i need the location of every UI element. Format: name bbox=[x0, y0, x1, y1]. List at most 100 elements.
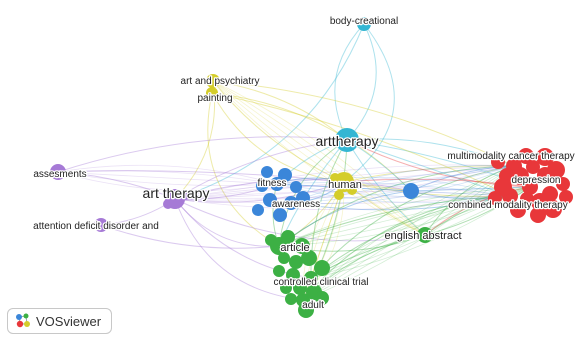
node-green-cluster[interactable] bbox=[289, 255, 303, 269]
node-yellow-cluster[interactable] bbox=[347, 185, 357, 195]
node-red-cluster[interactable] bbox=[544, 200, 562, 218]
node-blue-cluster[interactable] bbox=[263, 193, 277, 207]
network-link bbox=[174, 23, 365, 200]
node-label-controlled-clinical-trial[interactable]: controlled clinical trial bbox=[272, 276, 370, 290]
node-label-multimodality[interactable]: multimodality cancer therapy bbox=[446, 150, 576, 164]
node-red-cluster[interactable] bbox=[488, 191, 502, 205]
node-blue-cluster[interactable] bbox=[256, 180, 268, 192]
node-arttherapy[interactable] bbox=[335, 128, 359, 152]
node-art-psychiatry[interactable] bbox=[206, 74, 220, 88]
network-link bbox=[174, 195, 511, 210]
node-green-cluster[interactable] bbox=[301, 250, 317, 266]
node-green-cluster[interactable] bbox=[273, 265, 285, 277]
node-blue-cluster[interactable] bbox=[290, 181, 302, 193]
network-link bbox=[276, 182, 511, 197]
node-green-cluster[interactable] bbox=[285, 293, 297, 305]
node-body-creational[interactable] bbox=[357, 17, 371, 31]
network-link bbox=[212, 80, 426, 236]
node-green-cluster[interactable] bbox=[315, 291, 329, 305]
node-red-cluster[interactable] bbox=[530, 207, 546, 223]
node-red-cluster[interactable] bbox=[520, 192, 534, 206]
network-link bbox=[310, 195, 511, 279]
node-label-human[interactable]: human bbox=[327, 178, 363, 193]
network-link bbox=[174, 179, 412, 200]
network-link bbox=[278, 195, 511, 247]
node-english-abstract[interactable] bbox=[417, 227, 433, 243]
node-green-cluster[interactable] bbox=[280, 282, 292, 294]
network-link bbox=[212, 80, 345, 183]
node-green-cluster[interactable] bbox=[286, 268, 300, 282]
node-label-attention-deficit[interactable]: attention deficit disorder and bbox=[32, 220, 160, 234]
node-label-combined-modality[interactable]: combined modality therapy bbox=[447, 199, 569, 213]
network-link bbox=[57, 171, 278, 185]
node-adhd[interactable] bbox=[94, 218, 108, 232]
node-rct[interactable] bbox=[304, 271, 318, 285]
node-label-art-and-psychiatry[interactable]: art and psychiatry bbox=[179, 75, 260, 89]
nodes-layer bbox=[50, 17, 573, 318]
network-link bbox=[57, 171, 278, 186]
network-link bbox=[290, 165, 515, 204]
network-link bbox=[174, 181, 345, 203]
node-label-body-creational[interactable]: body-creational bbox=[329, 15, 400, 29]
node-red-cluster[interactable] bbox=[510, 202, 526, 218]
node-label-depression[interactable]: depression bbox=[510, 174, 561, 188]
labels-layer: body-creational arttherapy art and psych… bbox=[32, 15, 576, 313]
network-link bbox=[211, 92, 412, 192]
network-link bbox=[343, 23, 395, 183]
node-red-cluster[interactable] bbox=[518, 148, 534, 164]
node-label-awareness[interactable]: awareness bbox=[271, 198, 322, 212]
node-label-english-abstract[interactable]: english abstract bbox=[383, 229, 463, 244]
network-link bbox=[302, 195, 511, 301]
node-red-cluster[interactable] bbox=[556, 177, 570, 191]
node-label-painting[interactable]: painting bbox=[196, 92, 234, 106]
node-green-cluster[interactable] bbox=[278, 252, 290, 264]
node-red-cluster[interactable] bbox=[536, 148, 554, 166]
network-link bbox=[212, 80, 515, 167]
node-red-cluster[interactable] bbox=[526, 160, 540, 174]
node-label-article[interactable]: article bbox=[279, 241, 311, 256]
network-link bbox=[207, 92, 280, 247]
node-green-cluster[interactable] bbox=[314, 260, 330, 276]
node-yellow-cluster[interactable] bbox=[334, 190, 344, 200]
node-depression[interactable] bbox=[522, 179, 538, 195]
network-link bbox=[346, 139, 426, 236]
node-awareness[interactable] bbox=[284, 196, 298, 210]
node-red-cluster[interactable] bbox=[494, 178, 512, 196]
node-green-cluster[interactable] bbox=[294, 238, 310, 254]
node-green-cluster[interactable] bbox=[293, 281, 307, 295]
node-blue-cluster[interactable] bbox=[261, 166, 273, 178]
node-blue-hub[interactable] bbox=[403, 183, 419, 199]
node-blue-cluster[interactable] bbox=[278, 168, 292, 182]
node-assesments[interactable] bbox=[50, 164, 66, 180]
network-link bbox=[290, 165, 515, 204]
network-link bbox=[57, 136, 348, 173]
node-fitness[interactable] bbox=[270, 177, 284, 191]
node-label-assesments[interactable]: assesments bbox=[32, 168, 88, 182]
network-link bbox=[346, 23, 377, 141]
network-link bbox=[290, 165, 515, 204]
node-green-cluster[interactable] bbox=[298, 302, 314, 318]
node-green-cluster[interactable] bbox=[281, 230, 295, 244]
node-yellow-cluster[interactable] bbox=[330, 173, 340, 183]
node-painting[interactable] bbox=[206, 87, 218, 99]
node-blue-cluster[interactable] bbox=[296, 191, 310, 205]
node-label-adult[interactable]: adult bbox=[301, 299, 325, 313]
node-blue-cluster[interactable] bbox=[273, 208, 287, 222]
node-red-cluster[interactable] bbox=[547, 161, 565, 179]
network-link bbox=[57, 170, 278, 185]
node-label-art-therapy[interactable]: art therapy bbox=[141, 184, 210, 203]
node-purple-cluster[interactable] bbox=[180, 190, 190, 200]
network-link bbox=[276, 183, 511, 198]
node-label-arttherapy[interactable]: arttherapy bbox=[314, 132, 380, 151]
node-purple-cluster[interactable] bbox=[163, 199, 173, 209]
node-red-cluster[interactable] bbox=[491, 155, 505, 169]
node-red-cluster[interactable] bbox=[511, 167, 529, 185]
network-link bbox=[212, 80, 348, 141]
node-blue-cluster[interactable] bbox=[252, 204, 264, 216]
network-link bbox=[424, 186, 531, 236]
node-red-cluster[interactable] bbox=[559, 190, 573, 204]
node-label-fitness[interactable]: fitness bbox=[256, 177, 287, 191]
network-link bbox=[212, 80, 426, 236]
node-green-cluster[interactable] bbox=[265, 234, 277, 246]
network-link bbox=[276, 183, 511, 197]
